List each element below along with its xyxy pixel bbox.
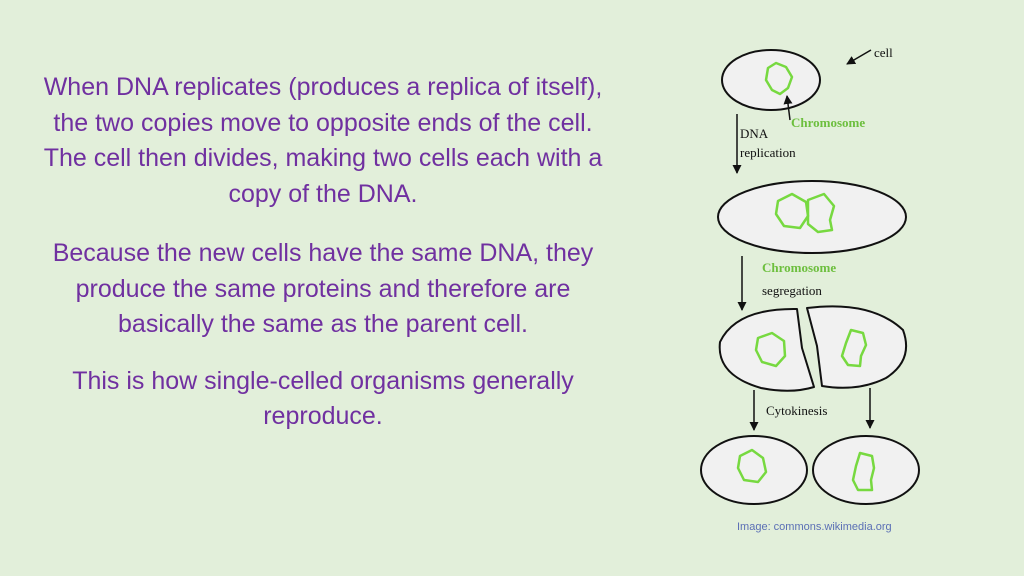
chromosome-left-cell xyxy=(754,331,787,368)
chromosome-label-arrow xyxy=(783,95,793,121)
parent-cell xyxy=(721,49,821,111)
paragraph-replication: When DNA replicates (produces a replica … xyxy=(43,73,603,208)
chromosome-daughter-right xyxy=(851,451,876,492)
chromosome-label-middle: Chromosome xyxy=(762,260,836,275)
segregation-label: segregation xyxy=(762,283,822,298)
dividing-cell-right xyxy=(806,305,908,389)
paragraph-same-dna: Because the new cells have the same DNA,… xyxy=(52,239,594,338)
replicated-cell xyxy=(717,180,907,254)
chromosome-daughter-left xyxy=(736,448,768,484)
chromosome-copy-1 xyxy=(774,192,810,230)
cell-division-diagram: cell Chromosome DNA replication Chromoso… xyxy=(700,45,920,505)
body-text: When DNA replicates (produces a replica … xyxy=(40,70,606,456)
cell-label-arrow xyxy=(846,49,872,65)
dna-label: DNA xyxy=(740,126,769,141)
image-credit: Image: commons.wikimedia.org xyxy=(737,521,892,533)
dividing-cell-left xyxy=(718,307,815,392)
daughter-cell-right xyxy=(812,435,920,505)
cell-label: cell xyxy=(874,45,893,60)
chromosome-parent xyxy=(764,61,794,96)
replication-label: replication xyxy=(740,145,796,160)
cytokinesis-label: Cytokinesis xyxy=(766,403,827,418)
paragraph-single-celled: This is how single-celled organisms gene… xyxy=(72,366,574,431)
chromosome-copy-2 xyxy=(806,192,836,234)
chromosome-right-cell xyxy=(840,328,868,368)
daughter-cell-left xyxy=(700,435,808,505)
chromosome-label-top: Chromosome xyxy=(791,115,865,130)
